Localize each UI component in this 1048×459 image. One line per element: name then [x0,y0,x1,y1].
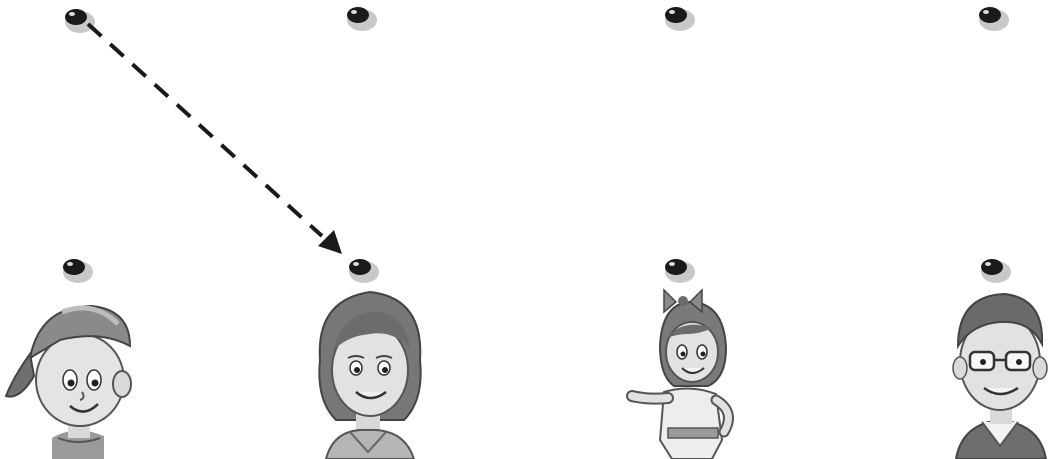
top-point-3[interactable] [665,7,695,31]
bottom-point-4[interactable] [981,259,1011,283]
example-connector [88,24,342,254]
bottom-point-1[interactable] [63,259,93,283]
girl-bow-icon [632,290,729,459]
bottom-point-3[interactable] [665,259,695,283]
top-row [65,7,1009,33]
boy-cap-icon [6,306,131,459]
top-point-2[interactable] [347,7,377,31]
man-glasses-icon [953,294,1047,459]
bottom-row [63,259,1011,283]
bottom-point-2[interactable] [349,259,379,283]
woman-icon [319,292,420,459]
top-point-4[interactable] [979,7,1009,31]
top-point-1[interactable] [65,9,95,33]
